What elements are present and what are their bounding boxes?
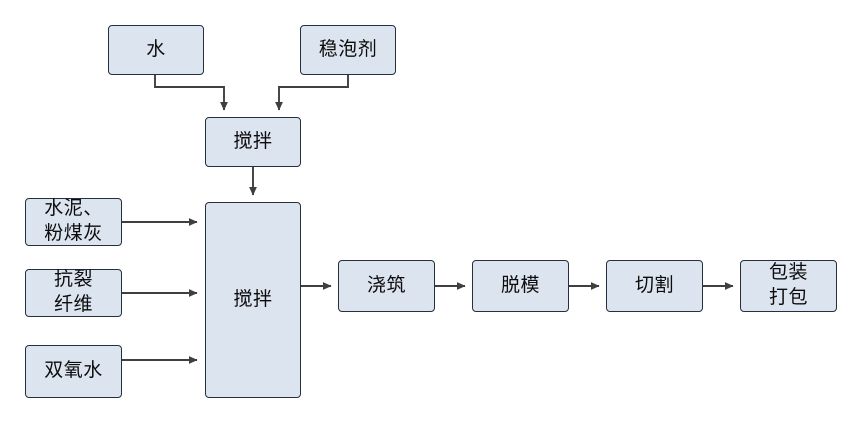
node-stabilizer[interactable]: 稳泡剂 [300,25,396,75]
node-demolding[interactable]: 脱模 [472,260,569,312]
node-mixing-main[interactable]: 搅拌 [205,202,301,398]
edge-stabilizer-to-mix1 [275,75,349,111]
node-anticrack-fiber[interactable]: 抗裂 纤维 [25,269,122,317]
edge-water-to-mix1 [154,75,228,111]
node-water[interactable]: 水 [108,25,204,75]
node-cutting[interactable]: 切割 [606,260,703,312]
node-hydrogen-peroxide[interactable]: 双氧水 [25,345,122,398]
node-packaging[interactable]: 包装 打包 [740,260,837,312]
node-casting[interactable]: 浇筑 [338,260,435,312]
node-mixing-first[interactable]: 搅拌 [205,117,301,167]
node-cement-flyash[interactable]: 水泥、 粉煤灰 [25,198,122,246]
